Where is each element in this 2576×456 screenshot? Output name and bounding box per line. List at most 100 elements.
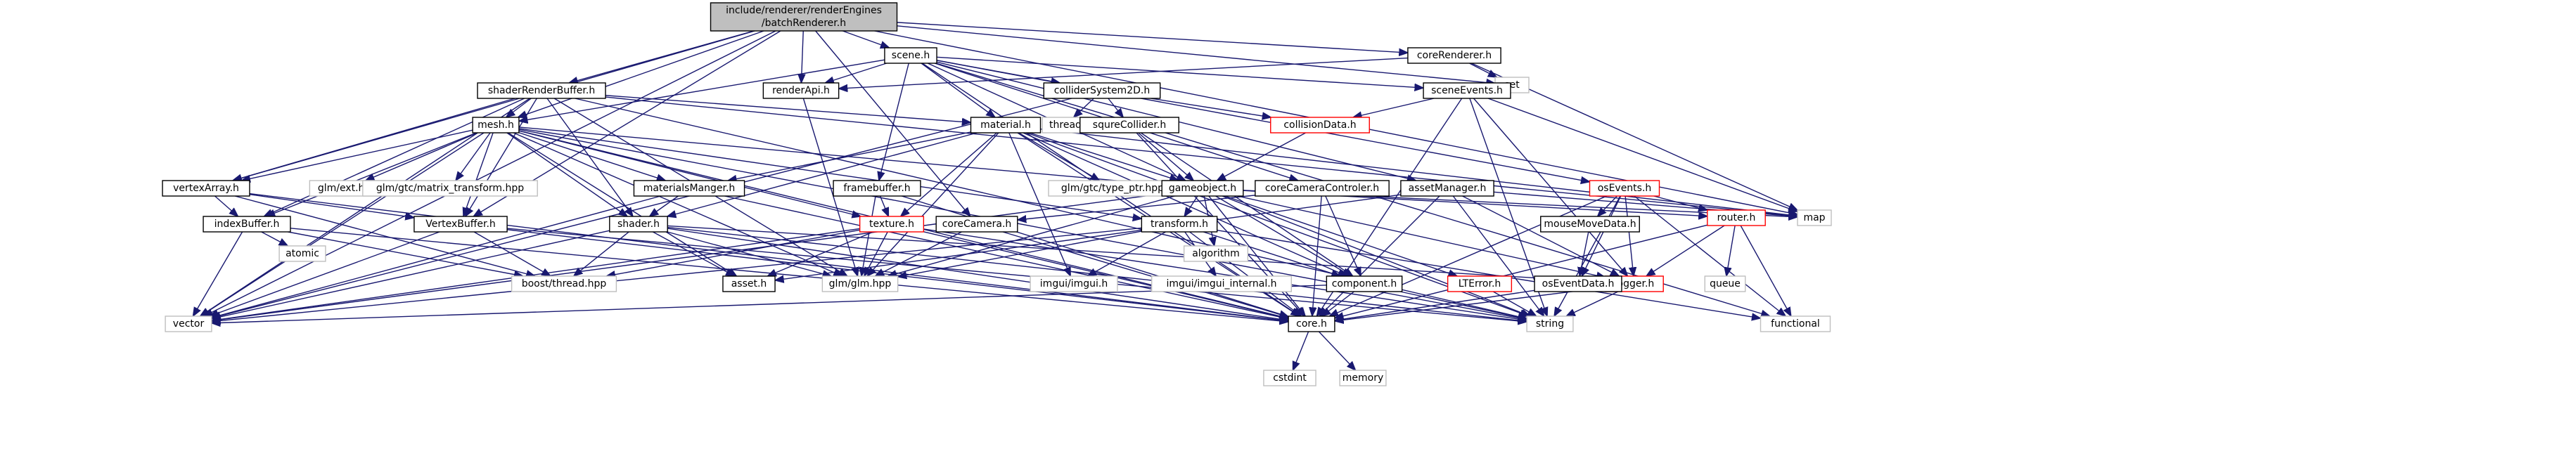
edge-router-to-functional (1740, 225, 1791, 316)
edge-osEvents-to-logger (1625, 195, 1634, 276)
edge-scene-to-material (921, 63, 995, 117)
edge-scene-to-renderApi (825, 63, 887, 83)
node-label-core: core.h (1296, 318, 1327, 330)
edge-shader-to-logger (667, 225, 1606, 282)
edge-texture-to-vector (212, 228, 860, 320)
edge-gameobject-to-vector (212, 193, 1162, 321)
edge-mesh-to-glmGlm (513, 132, 842, 276)
node-osEventData[interactable]: osEventData.h (1534, 275, 1622, 292)
node-box-mouseMoveData (1540, 216, 1640, 233)
node-vertexArray[interactable]: vertexArray.h (162, 180, 250, 197)
node-label-shaderRenderBuffer: shaderRenderBuffer.h (488, 85, 595, 96)
edge-indexBuffer-to-vector (193, 231, 243, 316)
node-label-thread: thread (1049, 119, 1082, 131)
edge-shader-to-asset (652, 231, 734, 276)
node-box-colliderSystem2D (1043, 82, 1161, 99)
edge-vertexArray-to-boostThread (234, 195, 535, 276)
edge-osEvents-to-osEventData (1582, 195, 1622, 276)
node-label-renderApi: renderApi.h (772, 85, 830, 96)
node-label-glmMatrix: glm/gtc/matrix_transform.hpp (376, 183, 524, 194)
node-label-shader: shader.h (617, 219, 660, 230)
node-asset[interactable]: asset.h (722, 275, 776, 292)
node-label-transform: transform.h (1151, 219, 1208, 230)
edge-assetManager-to-string (1452, 195, 1544, 316)
node-label-sceneEvents: sceneEvents.h (1431, 85, 1503, 96)
node-box-string (1526, 315, 1574, 332)
node-thread: thread (1042, 117, 1089, 133)
edge-materialsManger-to-shader (650, 195, 679, 216)
node-label-texture: texture.h (869, 219, 914, 230)
node-material[interactable]: material.h (970, 117, 1042, 133)
node-shaderRenderBuffer[interactable]: shaderRenderBuffer.h (477, 82, 606, 99)
node-box-shader (609, 216, 668, 233)
node-root[interactable]: include/renderer/renderEngines/batchRend… (710, 2, 898, 32)
node-box-coreRenderer (1407, 47, 1501, 64)
node-mouseMoveData[interactable]: mouseMoveData.h (1540, 216, 1640, 233)
edge-renderApi-to-glmGlm (802, 98, 857, 276)
node-label-router: router.h (1717, 212, 1756, 223)
edge-gameobject-to-ltError (1224, 195, 1457, 276)
node-renderApi[interactable]: renderApi.h (762, 82, 840, 99)
edge-shaderRenderBuffer-to-indexBuffer (264, 98, 525, 216)
edge-material-to-materialsManger (728, 131, 971, 181)
node-logger[interactable]: logger.h (1605, 275, 1664, 292)
node-ltError[interactable]: LTError.h (1447, 275, 1513, 292)
node-scene[interactable]: scene.h (884, 47, 937, 64)
node-label-boostThread: boost/thread.hpp (522, 278, 607, 289)
node-label-root: include/renderer/renderEngines (726, 5, 882, 16)
edge-osEventData-to-core (1335, 289, 1535, 320)
edge-transform-to-vector (212, 227, 1142, 321)
edge-shader-to-vector (212, 230, 610, 319)
file-nodes: include/renderer/renderEngines/batchRend… (162, 2, 1832, 386)
node-router[interactable]: router.h (1707, 209, 1766, 226)
node-osEvents[interactable]: osEvents.h (1589, 180, 1660, 197)
node-colliderSystem2D[interactable]: colliderSystem2D.h (1043, 82, 1161, 99)
node-mesh[interactable]: mesh.h (472, 117, 520, 133)
node-shader[interactable]: shader.h (609, 216, 668, 233)
node-core[interactable]: core.h (1288, 315, 1335, 332)
edge-material-to-component (1023, 132, 1347, 276)
node-label-vertexBuffer: VertexBuffer.h (425, 219, 496, 230)
edge-material-to-glmTypePtr (1018, 132, 1100, 181)
node-framebuffer[interactable]: framebuffer.h (833, 180, 921, 197)
node-collisionData[interactable]: collisionData.h (1270, 117, 1370, 133)
edge-texture-to-boostThread (606, 229, 860, 276)
node-label-coreRenderer: coreRenderer.h (1417, 50, 1492, 61)
node-box-component (1326, 275, 1403, 292)
node-transform[interactable]: transform.h (1141, 216, 1218, 233)
edge-scene-to-osEvents (936, 60, 1589, 182)
node-coreCamera[interactable]: coreCamera.h (935, 216, 1018, 233)
node-sceneEvents[interactable]: sceneEvents.h (1423, 82, 1511, 99)
edge-sceneEvents-to-collisionData (1353, 98, 1435, 117)
node-component[interactable]: component.h (1326, 275, 1403, 292)
node-box-vertexBuffer (414, 216, 508, 233)
node-box-ltError (1447, 275, 1513, 292)
edge-sceneEvents-to-map (1487, 98, 1798, 211)
node-label-ltError: LTError.h (1459, 278, 1501, 289)
node-gameobject[interactable]: gameobject.h (1161, 180, 1244, 197)
node-box-material (970, 117, 1042, 133)
edge-component-to-string (1399, 291, 1527, 319)
edge-shader-to-glmGlm (667, 231, 831, 276)
edge-indexBuffer-to-boostThread (288, 231, 523, 276)
node-label-vector: vector (173, 318, 205, 330)
node-queue: queue (1704, 275, 1746, 292)
edge-mesh-to-transform (518, 128, 1141, 219)
node-coreCameraController[interactable]: coreCameraControler.h (1255, 180, 1390, 197)
node-vertexBuffer[interactable]: VertexBuffer.h (414, 216, 508, 233)
edge-coreCamera-to-glmGlm (875, 231, 962, 276)
edge-core-to-memory (1318, 331, 1355, 370)
node-texture[interactable]: texture.h (859, 216, 925, 233)
node-indexBuffer[interactable]: indexBuffer.h (203, 216, 291, 233)
node-materialsManger[interactable]: materialsManger.h (633, 180, 745, 197)
node-coreRenderer[interactable]: coreRenderer.h (1407, 47, 1501, 64)
node-box-renderApi (762, 82, 840, 99)
edge-transform-to-component (1203, 231, 1340, 276)
edge-material-to-texture (901, 132, 997, 216)
node-assetManager[interactable]: assetManager.h (1400, 180, 1494, 197)
node-squreCollider[interactable]: squreCollider.h (1079, 117, 1179, 133)
node-box-router (1707, 209, 1766, 226)
node-imguiInternal: imgui/imgui_internal.h (1151, 275, 1292, 292)
node-boostThread: boost/thread.hpp (511, 275, 617, 292)
edge-materialsManger-to-vector (212, 195, 661, 318)
